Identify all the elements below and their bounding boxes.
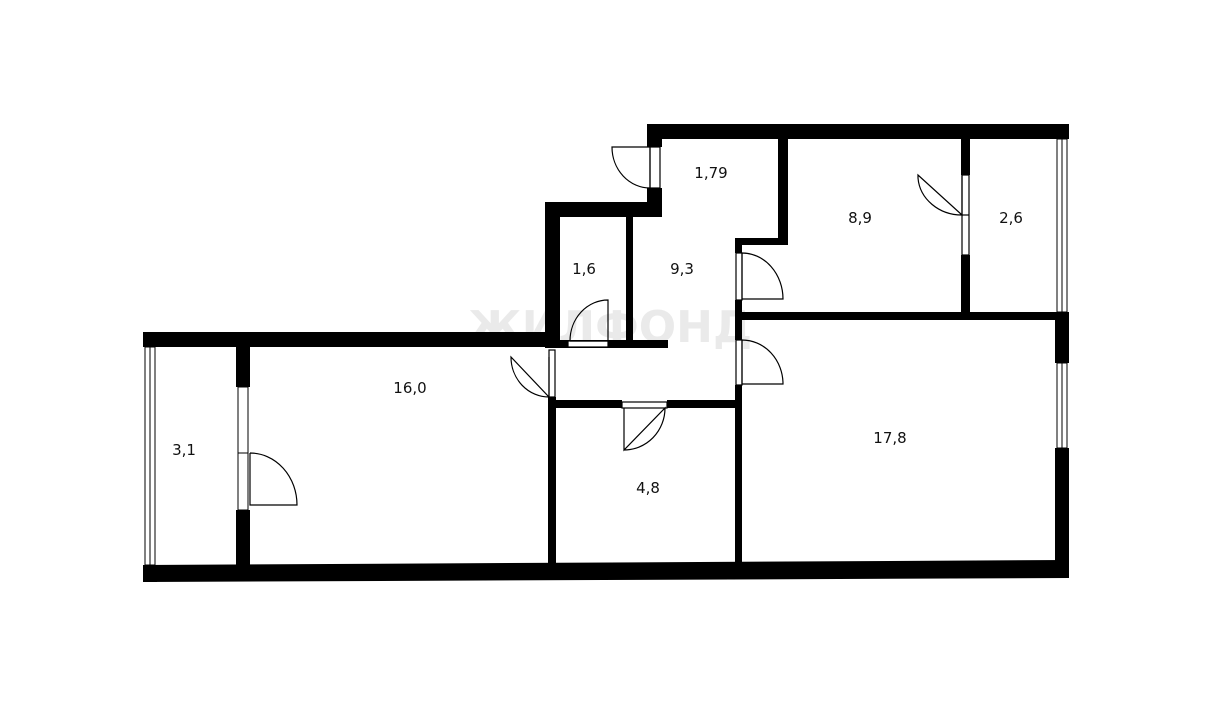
room-area-hall: 9,3 [670,260,694,278]
room-area-bedroom: 17,8 [873,429,906,447]
room-area-kitchen: 4,8 [636,479,660,497]
doors [249,146,970,506]
room-area-vestibule: 1,79 [694,164,727,182]
room-area-balcony-right: 2,6 [999,209,1023,227]
room-area-bathroom: 1,6 [572,260,596,278]
room-area-living-room: 16,0 [393,379,426,397]
room-labels: 1,79 8,9 2,6 1,6 9,3 16,0 17,8 4,8 3,1 [172,164,1023,497]
room-area-room-small: 8,9 [848,209,872,227]
windows [144,138,1068,566]
walls [143,124,1069,582]
room-area-balcony-left: 3,1 [172,441,196,459]
